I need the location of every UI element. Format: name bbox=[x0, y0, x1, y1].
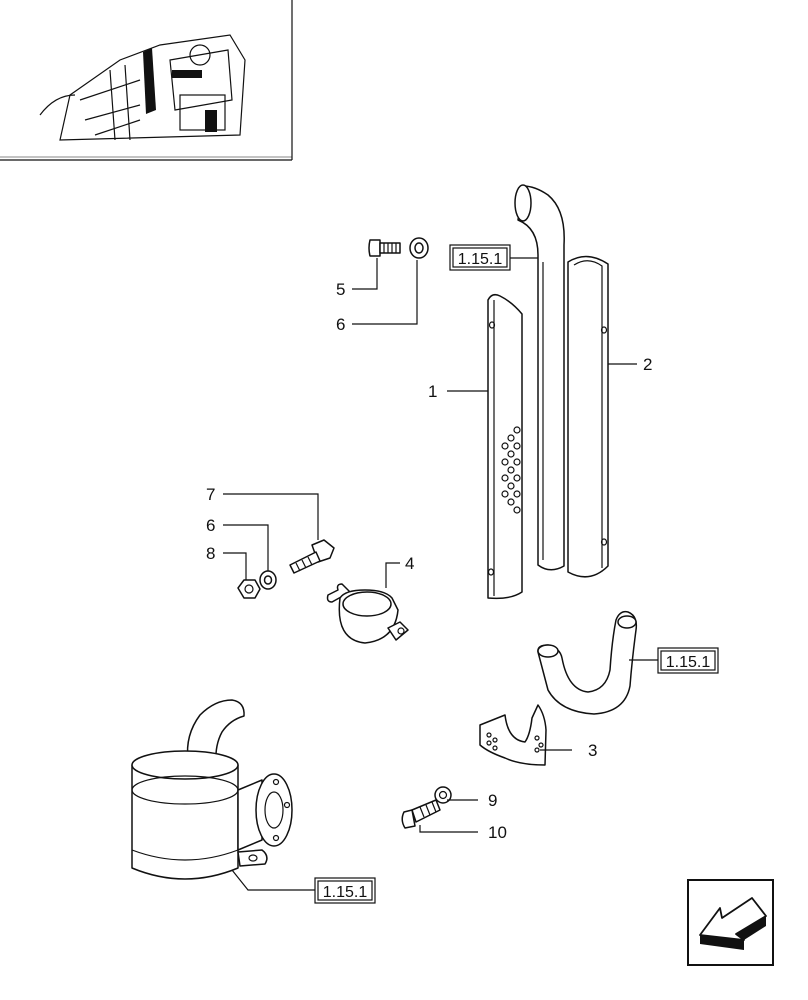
tractor-engine-sketch bbox=[39, 34, 246, 141]
back-arrow-icon bbox=[699, 897, 767, 950]
callout-4: 4 bbox=[405, 554, 414, 573]
perforation-holes bbox=[501, 426, 521, 514]
exhaust-pipe[interactable] bbox=[514, 184, 565, 571]
reference-label: 1.15.1 bbox=[323, 884, 368, 901]
bolt-part-7[interactable] bbox=[289, 539, 335, 574]
elbow-pipe[interactable] bbox=[537, 610, 638, 715]
reference-label: 1.15.1 bbox=[458, 251, 503, 268]
reference-box-elbow[interactable]: 1.15.1 bbox=[657, 647, 719, 674]
callout-3: 3 bbox=[588, 741, 597, 760]
reference-box-exhaust-pipe[interactable]: 1.15.1 bbox=[449, 244, 511, 271]
callout-8: 8 bbox=[206, 544, 215, 563]
location-thumbnail bbox=[0, 0, 293, 161]
callout-2: 2 bbox=[643, 355, 652, 374]
washer-part-6-top[interactable] bbox=[409, 237, 429, 259]
muffler[interactable] bbox=[131, 699, 293, 880]
shield-part-3[interactable] bbox=[479, 704, 547, 766]
washer-part-9[interactable] bbox=[434, 786, 452, 804]
callout-7: 7 bbox=[206, 485, 215, 504]
callout-10: 10 bbox=[488, 823, 507, 842]
callout-6-top: 6 bbox=[336, 315, 345, 334]
bolt-part-5[interactable] bbox=[368, 239, 401, 257]
nut-part-8[interactable] bbox=[237, 579, 261, 599]
callout-1: 1 bbox=[428, 382, 437, 401]
reference-label: 1.15.1 bbox=[666, 654, 711, 671]
back-navigation-button[interactable] bbox=[687, 879, 774, 966]
callout-6-lower: 6 bbox=[206, 516, 215, 535]
callout-5: 5 bbox=[336, 280, 345, 299]
reference-box-muffler[interactable]: 1.15.1 bbox=[314, 877, 376, 904]
heat-shield-part-1[interactable] bbox=[487, 293, 523, 600]
callout-9: 9 bbox=[488, 791, 497, 810]
washer-part-6-lower[interactable] bbox=[259, 570, 277, 590]
bolt-part-10[interactable] bbox=[401, 799, 441, 829]
guard-part-2[interactable] bbox=[567, 255, 609, 578]
clamp-part-4[interactable] bbox=[326, 583, 409, 644]
